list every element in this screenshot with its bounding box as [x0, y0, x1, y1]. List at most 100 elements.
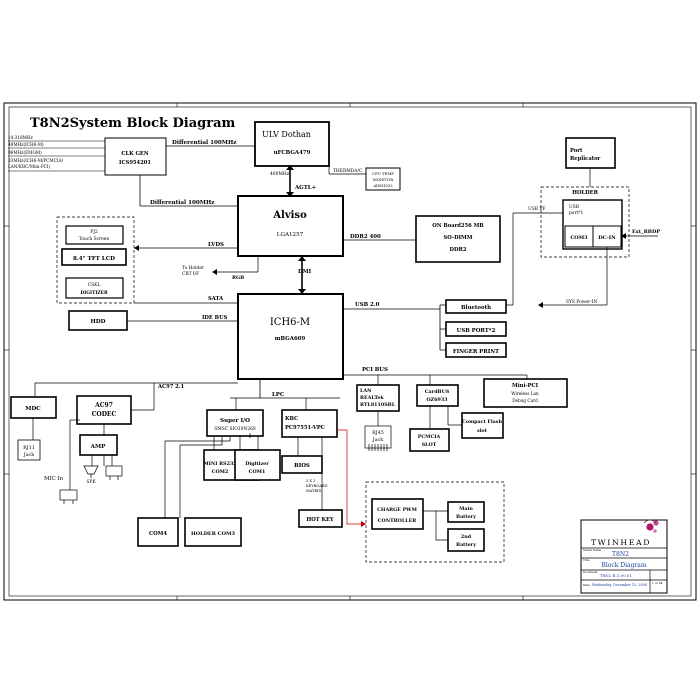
port-replicator-block	[565, 137, 616, 169]
clock-freq: 33MHz(ICH6-M/PCMCIA/	[8, 158, 64, 163]
holder-com3-label: COM3	[570, 235, 588, 241]
lvds-arrow	[134, 245, 139, 251]
crt-arrow	[212, 269, 217, 275]
holder-com3-main-label: HOLDER COM3	[191, 531, 236, 537]
ext-power-arrow	[621, 233, 626, 239]
mini-rs232-line1: MINI RS232	[203, 461, 236, 467]
speaker-icon	[83, 465, 99, 478]
mdc-label: MDC	[25, 406, 41, 412]
com4-block	[137, 517, 179, 547]
amp-block	[79, 434, 118, 456]
clock-frequency-list: 14.318MHz 48MHz(ICH6-M) 96MHz(EMGM) 33MH…	[8, 135, 64, 169]
charger-block	[371, 498, 424, 530]
touch-screen-block	[65, 225, 124, 245]
frame-ticks	[4, 103, 696, 600]
ext-power-label: Ext_RBDP	[632, 229, 660, 235]
sata-label: SATA	[208, 296, 224, 302]
ide-bus-label: IDE BUS	[202, 315, 228, 321]
dmi-arrow-up	[298, 256, 306, 261]
thermal-monitor-block	[365, 167, 401, 191]
minipci-block	[483, 378, 568, 408]
digitizer-line2: DIGITIZER	[80, 291, 108, 296]
dmi-label: DMI	[298, 269, 312, 275]
codec-block	[76, 395, 132, 425]
memory-line1: ON Board256 MB	[432, 223, 484, 229]
finger-print-label: FINGER PRINT	[453, 349, 499, 355]
cardbus-line1: CardBUS	[425, 389, 450, 395]
holder-usb-line1: USB	[569, 205, 579, 210]
kbc-line1: KBC	[285, 416, 298, 422]
main-battery-line2: Battery	[456, 514, 476, 520]
northbridge-package: LGA1257	[277, 232, 304, 238]
compact-flash-block	[461, 412, 504, 439]
thermal-monitor-line2: MONITOR	[373, 177, 393, 182]
rj45-jack-icon	[364, 425, 392, 451]
clock-freq-lines	[8, 140, 105, 172]
clock-freq: 96MHz(EMGM)	[8, 150, 42, 155]
hotkey-label: HOT KEY	[306, 517, 334, 523]
bluetooth-label: Bluetooth	[461, 305, 491, 311]
codec-line1: AC97	[94, 402, 113, 409]
diagram-title: T8N2System Block Diagram	[30, 116, 236, 131]
cpu-name: ULV Dothan	[262, 130, 311, 139]
hdd-label: HDD	[91, 319, 106, 325]
dmi-arrow-down	[298, 289, 306, 294]
minipci-line3: Debug Card	[512, 398, 538, 403]
northbridge-name: Alviso	[272, 210, 307, 221]
digitizer-com-block	[234, 449, 281, 481]
holder-dcin-label: DC-IN	[598, 235, 616, 241]
usb-port-label: USB PORT*2	[457, 328, 496, 334]
minipci-line2: Wireless Lan	[511, 391, 539, 396]
clock-diff-bottom-label: Differential 100MHz	[150, 200, 214, 206]
holder-com3-block-main	[184, 517, 242, 547]
touch-screen-line1: PJ2	[90, 230, 98, 235]
clock-generator-block	[104, 137, 167, 176]
amp-label: AMP	[90, 444, 107, 450]
ac97-bus-label: AC97 2.1	[157, 384, 185, 390]
lcd-block	[61, 248, 127, 266]
rj11-line2: Jack	[23, 452, 34, 458]
fsb-speed-label: 400MHz	[270, 172, 290, 177]
memory-bus-label: DDR2 400	[350, 234, 381, 240]
port-replicator-line2: Replicator	[570, 156, 601, 162]
lvds-label: LVDS	[208, 242, 224, 248]
superio-block	[206, 409, 264, 437]
charger-line2: CONTROLLER	[378, 518, 418, 524]
digitizer-com-line2: COM1	[249, 469, 266, 475]
clock-freq: 48MHz(ICH6-M)	[8, 142, 44, 147]
memory-line2: SO-DIMM	[443, 235, 472, 241]
kbc-line2: PC97551-VPC	[285, 425, 325, 431]
southbridge-name: ICH6-M	[270, 317, 310, 328]
cardbus-line2: OZ6933	[426, 397, 448, 403]
pcmcia-line1: PCMCIA	[418, 434, 441, 440]
compact-flash-line2: slot	[477, 428, 488, 434]
digitizer-com-line1: Digitizer	[245, 461, 269, 467]
model-label: Model Name	[583, 548, 602, 552]
usb2-label: USB 2.0	[355, 302, 380, 308]
title-block-frame	[580, 519, 668, 594]
brand-name: TWINHEAD	[591, 538, 651, 547]
bios-label: BIOS	[294, 463, 310, 469]
date-label: Date	[583, 583, 590, 587]
amp-output-lines	[91, 455, 113, 466]
rgb-label: RGB	[232, 275, 244, 281]
hdd-block	[68, 310, 128, 331]
sys-power-arrow	[538, 302, 543, 308]
thermal-monitor-line3: ADM1032	[372, 183, 393, 188]
lan-line2: REALTek	[360, 395, 384, 401]
southbridge-block	[237, 293, 344, 380]
second-battery-line1: 2nd	[461, 534, 472, 540]
model-value: T8N2	[612, 551, 629, 558]
lan-line1: LAN	[360, 388, 372, 394]
main-battery-block	[447, 501, 485, 523]
northbridge-block	[237, 195, 344, 257]
kb-note-line2: KEYBOARD	[306, 484, 328, 488]
kb-note-line1: 3 X 3	[306, 479, 316, 483]
clock-generator-part: ICS954201	[119, 160, 151, 166]
compact-flash-line1: Compact Flash	[462, 419, 502, 425]
pci-bus-label: PCI BUS	[362, 367, 388, 373]
digitizer-line1: CSKL	[88, 283, 101, 288]
holder-usb-if-label: USB I/F	[528, 207, 546, 212]
superio-line1: Super I/O	[220, 418, 250, 424]
clock-generator-name: CLK GEN	[121, 151, 148, 157]
